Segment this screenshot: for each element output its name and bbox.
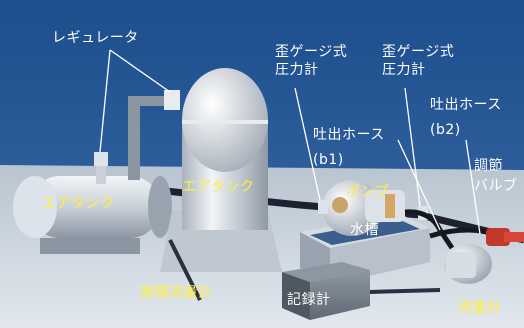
label-water-tank: 水槽 xyxy=(350,222,379,238)
label-air-tank-left: エアタンク xyxy=(42,196,115,212)
label-flowmeter: 流量計 xyxy=(458,300,502,316)
label-discharge-hose-b1: 吐出ホース xyxy=(313,127,385,143)
label-control-valve-line1: 調節 xyxy=(474,158,503,174)
signal-cable xyxy=(369,288,441,294)
label-discharge-hose-b2-id: (b2) xyxy=(430,122,461,138)
label-air-tank-center: エアタンク xyxy=(182,179,255,195)
label-control-valve-line2: バルブ xyxy=(474,178,518,194)
label-strain-gauge-b1-line2: 圧力計 xyxy=(275,62,319,78)
label-strain-gauge-b2-line1: 歪ゲージ式 xyxy=(382,44,455,60)
label-regulator: レギュレータ xyxy=(52,30,139,46)
label-discharge-hose-b1-id: (b1) xyxy=(313,152,344,168)
label-strain-gauge-b2-line2: 圧力計 xyxy=(382,62,426,78)
pressure-gauge-b1 xyxy=(318,200,328,214)
control-valve xyxy=(486,228,524,246)
label-recorder: 記録計 xyxy=(287,292,331,308)
label-strain-gauge-b1-line1: 歪ゲージ式 xyxy=(275,44,348,60)
flowmeter-device xyxy=(444,244,492,284)
pump-machine xyxy=(322,180,405,236)
leader-lines xyxy=(99,49,481,235)
air-tank-center xyxy=(160,68,282,272)
label-discharge-hose-b2: 吐出ホース xyxy=(430,97,502,113)
recorder-device xyxy=(282,262,370,320)
label-area-flowmeter: 面積流量計 xyxy=(140,285,213,301)
air-tank-left xyxy=(13,176,172,254)
regulator-assembly xyxy=(94,90,180,184)
area-flowmeter-line xyxy=(168,239,202,301)
label-pump: ポンプ xyxy=(346,184,390,200)
